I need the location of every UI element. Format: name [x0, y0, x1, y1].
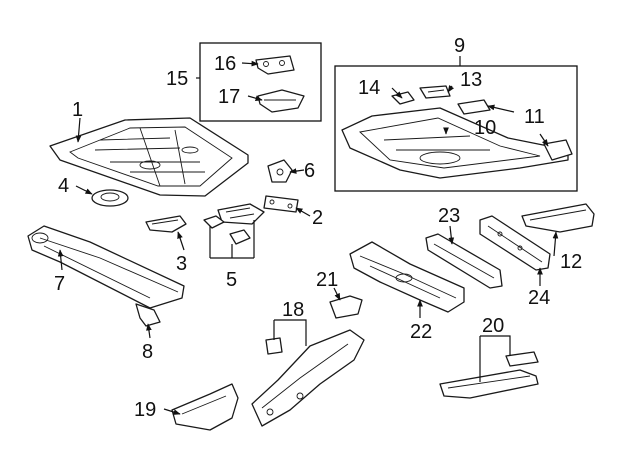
part-12-crossmember[interactable]: [521, 203, 595, 233]
part-8-bracket[interactable]: [135, 303, 161, 327]
callout-12: 12: [560, 251, 582, 273]
part-21-bracket[interactable]: [329, 295, 363, 319]
callout-6: 6: [304, 160, 315, 182]
callout-7: 7: [54, 273, 65, 295]
part-17-bracket[interactable]: [257, 89, 305, 113]
part-13-bracket[interactable]: [419, 85, 451, 99]
callout-labels: 1 2 3 4 5 6 7 8 9 10 11 12 13 14 15 16 1…: [54, 35, 582, 421]
leader-lines: [57, 56, 559, 415]
part-3-bracket[interactable]: [145, 215, 187, 233]
part-1-floor-pan[interactable]: [49, 117, 249, 197]
callout-20: 20: [482, 315, 504, 337]
part-24-rail[interactable]: [479, 215, 551, 271]
callout-18: 18: [282, 299, 304, 321]
part-10-rear-floor[interactable]: [341, 107, 569, 179]
callout-16: 16: [214, 53, 236, 75]
callout-11: 11: [524, 106, 545, 128]
callout-19: 19: [134, 399, 156, 421]
callout-9: 9: [454, 35, 465, 57]
callout-2: 2: [312, 207, 323, 229]
callout-3: 3: [176, 253, 187, 275]
callout-14: 14: [358, 77, 380, 99]
part-2-plate[interactable]: [263, 195, 299, 213]
part-13b-bracket[interactable]: [457, 99, 491, 115]
part-22-crossmember[interactable]: [349, 241, 465, 313]
callout-4: 4: [58, 175, 69, 197]
part-14-bracket[interactable]: [391, 91, 415, 105]
part-4-plug[interactable]: [91, 189, 129, 207]
part-7-rail[interactable]: [27, 225, 185, 309]
part-19-bracket[interactable]: [171, 383, 239, 431]
callout-15: 15: [166, 68, 188, 90]
part-5-brackets[interactable]: [203, 203, 265, 245]
callout-13: 13: [460, 69, 482, 91]
callout-21: 21: [316, 269, 338, 291]
callout-1: 1: [72, 99, 83, 121]
part-16-bracket[interactable]: [255, 55, 295, 75]
part-20-member[interactable]: [439, 351, 539, 399]
part-18-rail[interactable]: [251, 329, 365, 427]
group-box-15: [199, 42, 322, 122]
callout-24: 24: [528, 287, 550, 309]
callout-8: 8: [142, 341, 153, 363]
part-11-bracket[interactable]: [543, 139, 573, 161]
callout-22: 22: [410, 321, 432, 343]
part-23-rail[interactable]: [425, 233, 503, 289]
callout-23: 23: [438, 205, 460, 227]
callout-5: 5: [226, 269, 237, 291]
part-6-bracket[interactable]: [267, 159, 293, 183]
part-18-pad[interactable]: [265, 337, 283, 355]
callout-17: 17: [218, 86, 240, 108]
callout-10: 10: [474, 117, 496, 139]
group-box-9: [334, 65, 578, 192]
